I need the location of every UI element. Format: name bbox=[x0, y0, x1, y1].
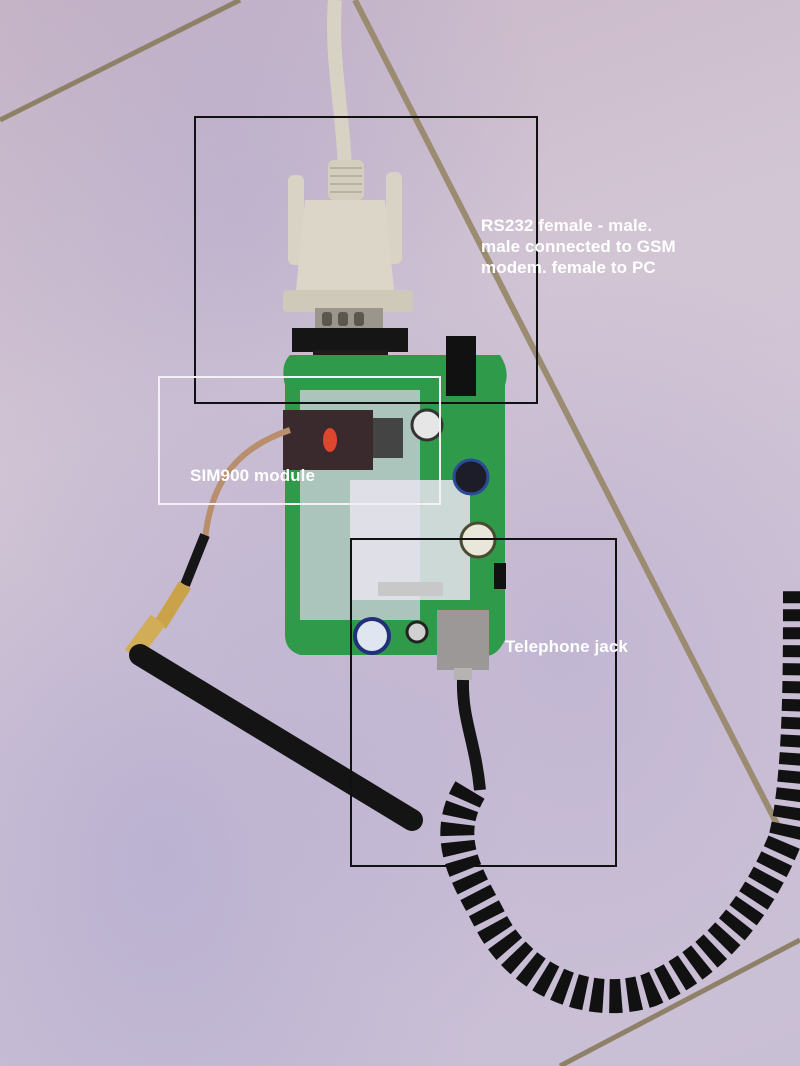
rs232-label: RS232 female - male. male connected to G… bbox=[481, 216, 676, 277]
gsm-modem-pcb bbox=[283, 336, 507, 656]
sim900-annotation-box bbox=[158, 376, 441, 505]
serial-cable bbox=[283, 0, 413, 380]
antenna bbox=[124, 427, 423, 831]
telephone-jack-annotation-box bbox=[350, 538, 617, 867]
rs232-annotation-box bbox=[194, 116, 538, 404]
telephone-cord bbox=[437, 589, 800, 1014]
sim900-label: SIM900 module bbox=[190, 466, 316, 485]
telephone-jack-label: Telephone jack bbox=[505, 637, 628, 656]
